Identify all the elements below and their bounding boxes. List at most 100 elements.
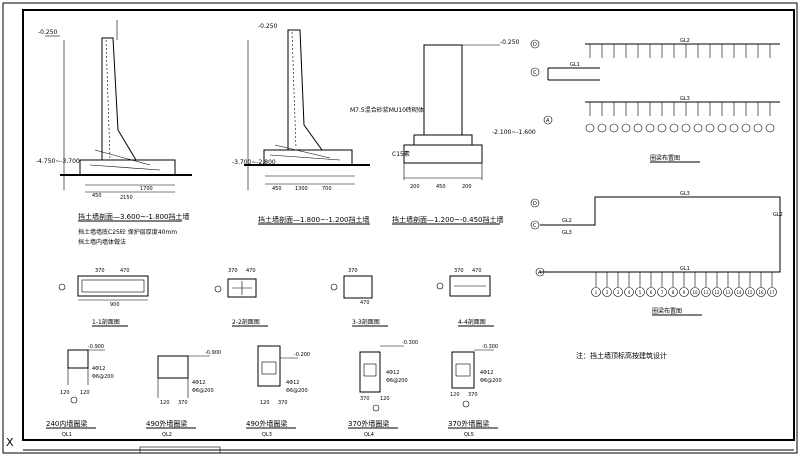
- ring-beam-5: -0.300 4Φ12 Φ6@200 120 370 370外墙圈梁 QL5: [448, 344, 502, 438]
- plan1-axis-bubble: [585, 123, 595, 133]
- plan1-axis-bubble: [609, 123, 619, 133]
- outer-frame: [2, 2, 798, 454]
- plan2-axis-label: 10: [692, 290, 698, 295]
- plan2-label-right: GL2: [773, 212, 783, 218]
- plan2-title: 圈梁布置图: [652, 307, 682, 315]
- sec3-dim-a: 370: [348, 268, 358, 274]
- beam2-level: -0.900: [205, 350, 221, 356]
- plan2-axis-label: 15: [747, 290, 753, 295]
- beam3-rebar: 4Φ12: [286, 380, 299, 386]
- beam1-title: 240内墙圈梁: [46, 419, 87, 428]
- wall1-top-level: -0.250: [38, 29, 58, 36]
- plan1-label-low: GL3: [680, 96, 690, 102]
- wall3-dim-b: 450: [436, 184, 446, 190]
- plan2-axis-bubble: [756, 287, 766, 297]
- section4-title: 4-4剖面图: [458, 318, 486, 326]
- retaining-wall-section-1: -0.250 -4.750~-3.700 450 1700 2150 挡土墙剖面…: [36, 20, 192, 246]
- beam5-rebar: 4Φ12: [480, 370, 493, 376]
- wall3-top-level: -0.250: [500, 39, 520, 46]
- sec4-dim-a: 370: [454, 268, 464, 274]
- wall2-dim-a: 450: [272, 186, 282, 192]
- plan2-axis-label: 4: [628, 290, 631, 295]
- plan1-axis-bubble: [717, 123, 727, 133]
- plan2-axis-d: D: [533, 201, 537, 207]
- plan2-axis-a: A: [538, 270, 542, 276]
- plan1-axis-d: D: [533, 42, 537, 48]
- beam4-title: 370外墙圈梁: [348, 419, 389, 428]
- plan1-axis-bubble: [753, 123, 763, 133]
- plan2-axis-bubble: [668, 287, 678, 297]
- retaining-wall-section-2: -0.250 -3.700~-2.800 450 1300 700 挡土墙剖面—…: [232, 23, 370, 225]
- plan1-axis-bubble: [669, 123, 679, 133]
- beam2-dim-b: 370: [178, 400, 188, 406]
- plan1-axis-bubble: [681, 123, 691, 133]
- ring-beam-2: -0.900 4Φ12 Φ6@200 120 370 490外墙圈梁 QL2: [146, 350, 221, 438]
- plan1-axis-bubble: [645, 123, 655, 133]
- plan2-axis-bubble: [690, 287, 700, 297]
- plan2-label-c: GL2: [562, 218, 572, 224]
- beam3-tag: QL3: [262, 432, 272, 438]
- plan2-axis-bubble: [602, 287, 612, 297]
- wall2-caption: 挡土墙剖面—1.800~-1.200挡土墙: [258, 215, 369, 224]
- plan2-axis-bubble: [591, 287, 601, 297]
- beam2-title: 490外墙圈梁: [146, 419, 187, 428]
- plan1-axis-c: C: [533, 70, 537, 76]
- plan2-axis-label: 14: [736, 290, 742, 295]
- plan1-axis-bubble: [693, 123, 703, 133]
- wall3-bottom-level: -2.100~-1.600: [492, 129, 536, 136]
- plan1-axis-bubble: [729, 123, 739, 133]
- wall3-mortar-note: M7.5混合砂浆MU10砖砌体: [350, 106, 424, 114]
- plan2-axis-c: C: [533, 223, 537, 229]
- plan2-label-c2: GL3: [562, 230, 572, 236]
- title-stamp-box: [139, 446, 221, 454]
- plan2-axis-label: 5: [639, 290, 642, 295]
- section-2-2: 370 470 2-2剖面图: [214, 268, 268, 327]
- plan1-axis-bubble: [705, 123, 715, 133]
- section-1-1: 370 470 900 1-1剖面图: [58, 268, 149, 327]
- wall1-caption: 挡土墙剖面—3.600~-1.800挡土墙: [78, 212, 189, 221]
- plan2-axis-bubble: [679, 287, 689, 297]
- beam1-rebar: 4Φ12: [92, 366, 105, 372]
- beam3-dim-b: 370: [278, 400, 288, 406]
- ring-beam-4: -0.300 4Φ12 Φ6@200 370 120 370外墙圈梁 QL4: [348, 340, 418, 438]
- plan2-axis-label: 1: [595, 290, 598, 295]
- beam3-level: -0.200: [294, 352, 310, 358]
- wall1-dim-a: 450: [92, 193, 102, 199]
- beam5-level: -0.300: [482, 344, 498, 350]
- wall1-dim-b: 1700: [140, 186, 153, 192]
- beam3-title: 490外墙圈梁: [246, 419, 287, 428]
- wall2-dim-b: 1300: [295, 186, 308, 192]
- beam1-level: -0.900: [88, 344, 104, 350]
- plan2-axis-bubble: [624, 287, 634, 297]
- ring-beam-3: -0.200 4Φ12 Φ6@200 120 370 490外墙圈梁 QL3: [246, 345, 310, 438]
- beam4-rebar: 4Φ12: [386, 370, 399, 376]
- plan1-axis-a: A: [546, 118, 550, 124]
- plan1-axis-bubble: [633, 123, 643, 133]
- wall3-dim-c: 200: [462, 184, 472, 190]
- beam1-stirrup: Φ6@200: [92, 374, 114, 380]
- plan2-axis-label: 16: [758, 290, 764, 295]
- beam3-dim-a: 120: [260, 400, 270, 406]
- beam4-dim-a: 370: [360, 396, 370, 402]
- inner-frame: [22, 9, 795, 441]
- plan2-axis-label: 17: [769, 290, 775, 295]
- section2-title: 2-2剖面图: [232, 318, 260, 326]
- wall-note-method: 挡土墙内墙体做法: [78, 238, 126, 246]
- plan2-axis-bubble: [657, 287, 667, 297]
- wall3-concrete-note: C15素: [392, 150, 410, 158]
- ring-beam-plan-1: D C A GL2 GL1 GL3 圈梁布置图: [530, 38, 780, 163]
- beam5-dim-a: 120: [450, 392, 460, 398]
- plan1-title: 圈梁布置图: [650, 154, 680, 162]
- beam4-level: -0.300: [402, 340, 418, 346]
- plan2-axis-label: 8: [672, 290, 675, 295]
- wall3-caption: 挡土墙剖面—1.200~-0.450挡土墙: [392, 215, 503, 224]
- wall1-dim-c: 2150: [120, 195, 133, 201]
- ring-beam-1: -0.900 4Φ12 Φ6@200 120 120 240内墙圈梁 QL1: [46, 344, 114, 438]
- plan2-axis-label: 13: [725, 290, 731, 295]
- section1-title: 1-1剖面图: [92, 318, 120, 326]
- plan2-axis-bubble: [712, 287, 722, 297]
- section3-title: 3-3剖面图: [352, 318, 380, 326]
- beam1-dim-b: 120: [80, 390, 90, 396]
